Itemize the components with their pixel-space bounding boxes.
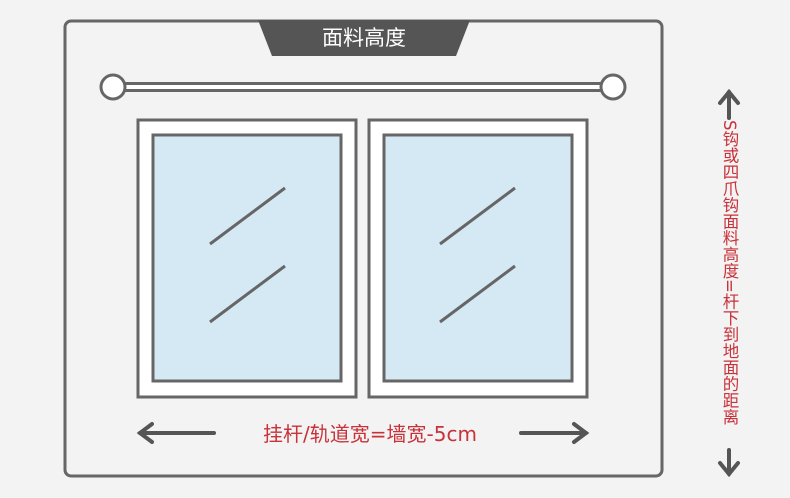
rod-end-left [99, 73, 127, 101]
diagram-title: 面料高度 [322, 26, 406, 50]
window-right [367, 118, 589, 399]
window-left [136, 118, 358, 399]
arrow-left-icon [136, 422, 216, 444]
arrow-right-icon [519, 422, 590, 444]
width-label: 挂杆/轨道宽=墙宽-5cm [263, 422, 477, 446]
height-label: S钩或四爪钩面料高度=杆下到地面的距离 [720, 120, 739, 425]
rod-end-right [599, 73, 627, 101]
arrow-down-icon [718, 448, 740, 478]
title-tab [258, 20, 470, 56]
arrow-up-icon [718, 88, 740, 120]
